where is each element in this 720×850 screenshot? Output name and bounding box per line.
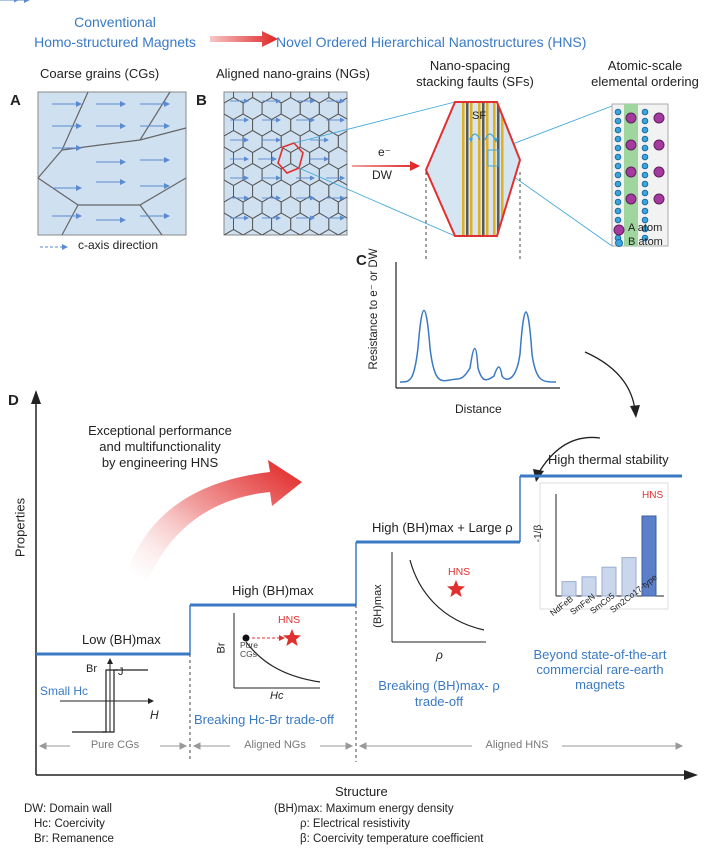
- legend-bh: (BH)max: Maximum energy density: [274, 803, 454, 815]
- sf-hexagon: [424, 101, 522, 237]
- panelB-title: Aligned nano-grains (NGs): [216, 66, 370, 81]
- step1-label: Low (BH)max: [82, 632, 161, 647]
- step4-label: High thermal stability: [548, 452, 669, 467]
- thermal-bar-chart: [539, 482, 669, 610]
- resistance-curve: [399, 310, 557, 383]
- section-dividers: [189, 605, 357, 762]
- legend-rho: ρ: Electrical resistivity: [300, 818, 411, 830]
- resistance-chart: [395, 262, 560, 389]
- thermal-bar: [641, 515, 657, 597]
- sf-title-1: Nano-spacing: [429, 58, 511, 73]
- hns-label-3: HNS: [642, 490, 664, 501]
- header-homo: Homo-structured Magnets: [34, 34, 196, 50]
- header-novel: Novel Ordered Hierarchical Nanostructure…: [276, 34, 587, 50]
- top-graphics: [0, 0, 669, 260]
- panelA-letter: A: [10, 92, 21, 109]
- panelC-letter: C: [356, 252, 367, 269]
- legend-hc: Hc: Coercivity: [34, 818, 105, 830]
- small-hc-label: Small Hc: [40, 684, 89, 698]
- thermal-bar: [621, 557, 637, 597]
- atom-a-label: A atom: [628, 222, 663, 234]
- panelA-title: Coarse grains (CGs): [40, 66, 160, 81]
- bh-axis-label: (BH)max: [372, 584, 384, 628]
- zoom-lines: [293, 101, 613, 247]
- edw-arrow: [352, 161, 420, 171]
- legend-beta: β: Coercivity temperature coefficient: [300, 833, 484, 845]
- breaking2-1: Breaking (BH)max- ρ: [378, 678, 500, 693]
- sf-label: SF: [472, 110, 487, 122]
- exceptional-1: Exceptional performance: [88, 423, 232, 438]
- beyond-1: Beyond state-of-the-art: [533, 647, 667, 662]
- caxis-legend-arrow: [40, 244, 68, 250]
- legend-dw: DW: Domain wall: [24, 803, 112, 815]
- header-arrow: [210, 31, 278, 47]
- coarse-grains: [37, 91, 187, 236]
- br-axis-label: Br: [215, 642, 228, 654]
- atom-title-2: elemental ordering: [591, 74, 699, 89]
- thermal-bar: [561, 581, 577, 597]
- atom-b-label: B atom: [628, 236, 663, 248]
- beyond-3: magnets: [575, 677, 625, 692]
- atom-title-1: Atomic-scale: [607, 58, 683, 73]
- hysteresis-loop: [60, 658, 154, 733]
- performance-arrow: [128, 460, 302, 580]
- exceptional-3: by engineering HNS: [101, 455, 219, 470]
- hns-label-1: HNS: [278, 614, 301, 626]
- br-label: Br: [86, 663, 97, 675]
- thermal-bar: [581, 576, 597, 597]
- range-ngs: Aligned NGs: [230, 739, 320, 751]
- h-label: H: [150, 708, 159, 722]
- range-pure: Pure CGs: [70, 739, 160, 751]
- hc-axis-label: Hc: [270, 690, 284, 702]
- pure-cgs-2: CGs: [240, 649, 257, 659]
- j-label: J: [118, 666, 124, 678]
- rho-axis-label: ρ: [436, 648, 443, 662]
- nano-grains: [223, 91, 348, 236]
- thermal-bar: [601, 566, 617, 597]
- pure-cgs-1: Pure: [240, 640, 258, 650]
- caxis-label: c-axis direction: [78, 238, 159, 252]
- panelD-ylabel: Properties: [12, 497, 28, 558]
- panelB-letter: B: [196, 92, 207, 109]
- beyond-2: commercial rare-earth: [536, 662, 664, 677]
- header-conventional: Conventional: [74, 14, 156, 30]
- projection-lines: [425, 172, 521, 260]
- breaking1-label: Breaking Hc-Br trade-off: [194, 712, 334, 727]
- range-hns: Aligned HNS: [472, 739, 562, 751]
- caxis-arrows-b: [0, 0, 346, 221]
- property-steps: [36, 474, 682, 656]
- neg-beta-label: -1/β: [533, 524, 545, 543]
- panelD-letter: D: [8, 392, 19, 409]
- panelD-xlabel: Structure: [335, 784, 388, 799]
- hc-br-plot: [233, 613, 321, 689]
- dw-label: DW: [372, 168, 392, 182]
- bh-rho-plot: [391, 552, 486, 643]
- properties-diagram: [31, 390, 698, 780]
- exceptional-2: and multifunctionality: [99, 439, 221, 454]
- caxis-arrows-a: [0, 0, 171, 224]
- step3-label: High (BH)max + Large ρ: [372, 520, 513, 535]
- electron-label: e⁻: [378, 145, 392, 159]
- panelC-xlabel: Distance: [455, 402, 502, 416]
- breaking2-2: trade-off: [414, 694, 464, 709]
- sf-title-2: stacking faults (SFs): [416, 74, 534, 89]
- hns-label-2: HNS: [448, 566, 471, 578]
- atomic-ordering: [611, 103, 669, 247]
- step2-label: High (BH)max: [232, 583, 314, 598]
- legend-br: Br: Remanence: [34, 833, 114, 845]
